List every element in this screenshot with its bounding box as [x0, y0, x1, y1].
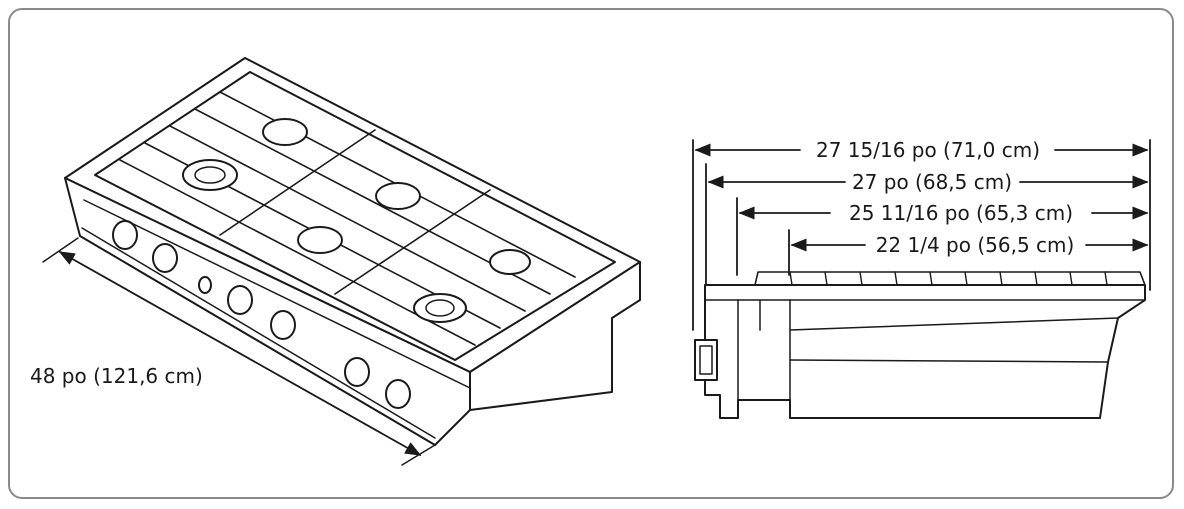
grate-profile — [754, 271, 1146, 286]
depth-label-2: 27 po (68,5 cm) — [852, 170, 1012, 194]
burners — [182, 118, 531, 323]
cooktop-isometric-view — [42, 57, 641, 466]
depth-dimensions — [694, 143, 1149, 252]
width-label: 48 po (121,6 cm) — [30, 364, 203, 388]
depth-label-4: 22 1/4 po (56,5 cm) — [876, 233, 1075, 257]
width-dimension — [42, 237, 436, 466]
depth-label-3: 25 11/16 po (65,3 cm) — [849, 201, 1073, 225]
depth-label-1: 27 15/16 po (71,0 cm) — [816, 138, 1040, 162]
cooktop-side-view — [692, 139, 1151, 419]
